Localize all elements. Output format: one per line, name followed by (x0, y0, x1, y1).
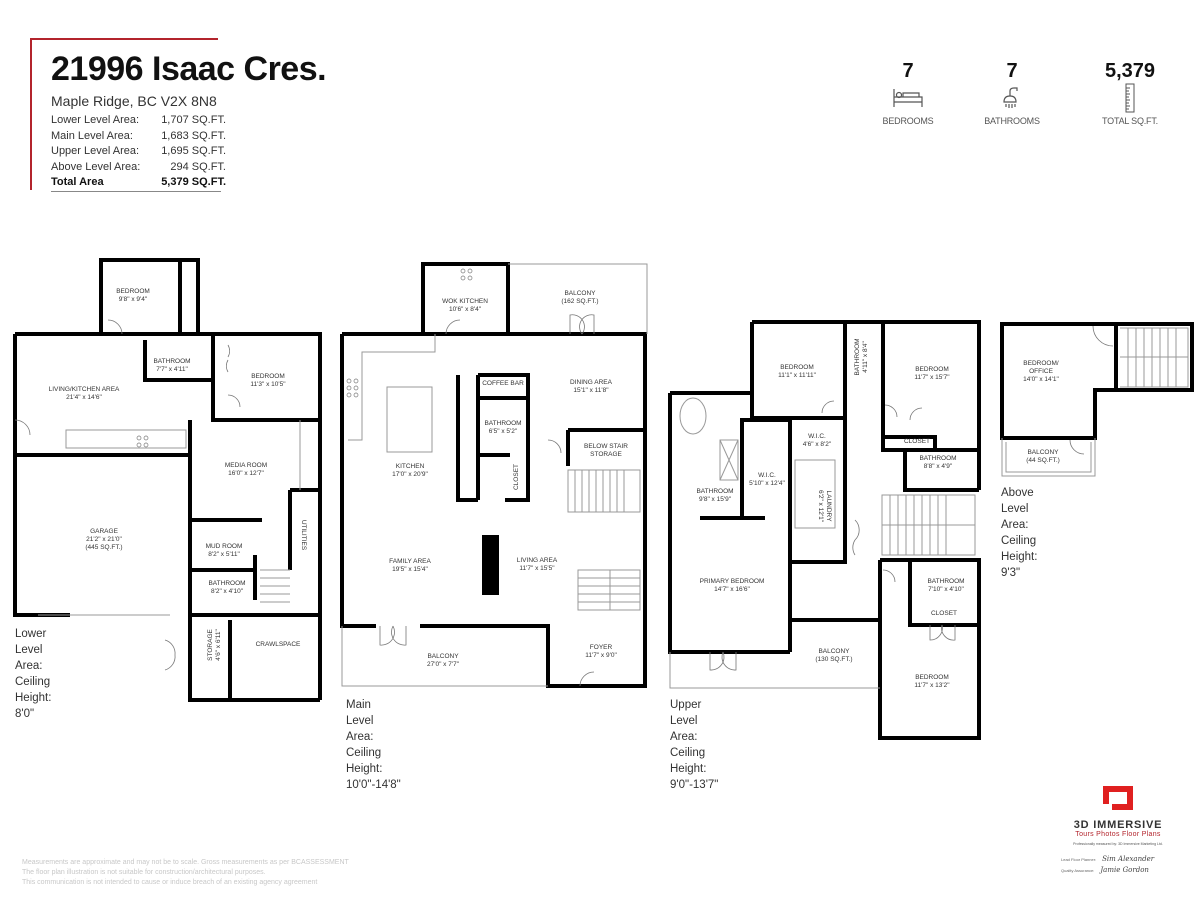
area-value: 294 SQ.FT. (170, 160, 226, 173)
total-label: Total Area (51, 176, 104, 188)
shower-icon (962, 82, 1062, 114)
above-level-caption: Above Level Area:Ceiling Height: 9'3" (1001, 487, 1038, 579)
stat-total-sqft: 5,379 TOTAL SQ.FT. (1080, 60, 1180, 126)
lower-level-caption: Lower Level Area:Ceiling Height: 8'0" (15, 628, 52, 720)
area-summary-table: Lower Level Area: 1,707 SQ.FT. Main Level… (51, 113, 226, 191)
stat-bathrooms: 7 BATHROOMS (962, 60, 1062, 126)
brand-logo-icon (1103, 786, 1133, 810)
header-accent-frame (30, 38, 218, 190)
total-sqft-value: 5,379 (1104, 60, 1156, 82)
disclaimer-text: Measurements are approximate and may not… (22, 859, 349, 886)
room-upper-balcony: BALCONY(130 SQ.FT.) (815, 648, 853, 663)
property-stats: 7 BEDROOMS 7 BATHROOMS 5,379 TOTAL SQ.FT… (860, 60, 1180, 140)
area-label: Upper Level Area: (51, 145, 140, 157)
bed-icon (858, 82, 958, 114)
stat-bedrooms: 7 BEDROOMS (858, 60, 958, 126)
area-label: Main Level Area: (51, 129, 133, 142)
area-value: 1,695 SQ.FT. (161, 145, 226, 157)
main-level-caption: Main Level Area:Ceiling Height: 10'0"-14… (346, 699, 401, 791)
ruler-icon (1080, 82, 1180, 114)
area-row-upper: Upper Level Area: 1,695 SQ.FT. (51, 144, 226, 160)
room-wic-small: W.I.C.4'6" x 8'2" (802, 433, 832, 448)
bedrooms-count: 7 (902, 60, 914, 82)
room-crawlspace: CRAWLSPACE (255, 641, 301, 648)
area-value: 1,683 SQ.FT. (161, 129, 226, 142)
bedrooms-label: BEDROOMS (882, 116, 934, 126)
qa-credit: Quality Assurance:Jamie Gordon (1061, 866, 1149, 874)
area-row-above: Above Level Area: 294 SQ.FT. (51, 160, 226, 176)
area-row-lower: Lower Level Area: 1,707 SQ.FT. (51, 113, 226, 129)
brand-block: 3D IMMERSIVE Tours Photos Floor Plans Pr… (1058, 785, 1178, 846)
area-row-main: Main Level Area: 1,683 SQ.FT. (51, 129, 226, 145)
room-upper-closet-1: CLOSET (903, 438, 931, 445)
bathrooms-count: 7 (1006, 60, 1018, 82)
room-upper-closet-2: CLOSET (930, 610, 958, 617)
brand-measured-by: Professionally measured by: 3D Immersive… (1073, 842, 1163, 846)
room-coffee-bar: COFFEE BAR (482, 380, 524, 387)
property-city: Maple Ridge, BC V2X 8N8 (51, 93, 217, 109)
room-above-balcony: BALCONY(44 SQ.FT.) (1026, 449, 1060, 464)
brand-name: 3D IMMERSIVE (1073, 819, 1163, 831)
total-sqft-label: TOTAL SQ.FT. (1102, 116, 1158, 126)
area-row-total: Total Area 5,379 SQ.FT. (51, 175, 226, 191)
area-value: 1,707 SQ.FT. (161, 114, 226, 126)
brand-tagline: Tours Photos Floor Plans (1075, 831, 1161, 838)
credits: Lead Floor Planner:Sim Alexander Quality… (1061, 854, 1154, 876)
room-main-balcony-rear: BALCONY(162 SQ.FT.) (561, 290, 599, 305)
area-label: Above Level Area: (51, 160, 141, 173)
bathrooms-label: BATHROOMS (984, 116, 1040, 126)
lead-planner-credit: Lead Floor Planner:Sim Alexander (1061, 855, 1155, 863)
divider (51, 191, 221, 192)
property-address-title: 21996 Isaac Cres. (51, 50, 327, 88)
room-wic-large: W.I.C.5'10" x 12'4" (749, 472, 785, 487)
upper-level-caption: Upper Level Area:Ceiling Height: 9'0"-13… (670, 699, 719, 791)
area-label: Lower Level Area: (51, 114, 140, 126)
total-value: 5,379 SQ.FT. (161, 176, 226, 188)
